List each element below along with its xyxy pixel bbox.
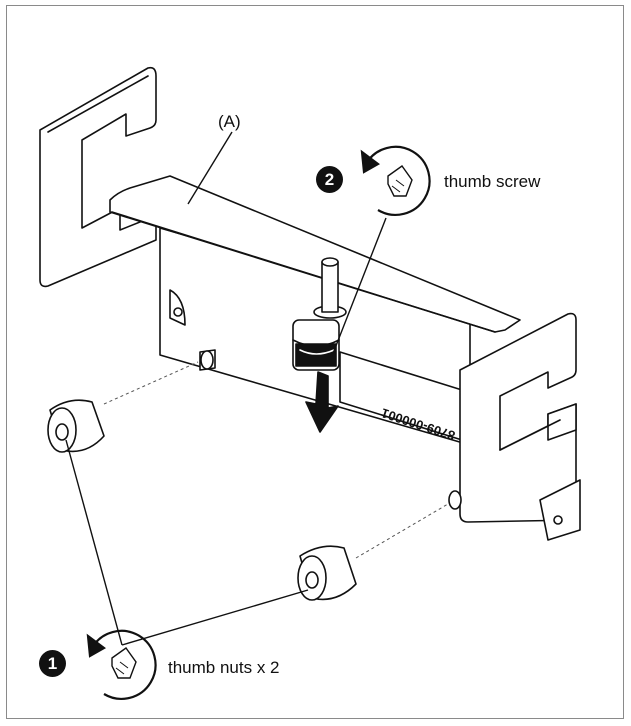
step-1-badge: 1 [39, 650, 66, 677]
right-mount-tab [539, 479, 581, 541]
thumb-nut-left [47, 399, 105, 453]
leader-a [187, 131, 233, 205]
thumb-nut-right [297, 545, 357, 601]
left-end-plate [39, 66, 157, 288]
right-tab-hole [553, 515, 563, 525]
leader-nut-left [65, 439, 123, 646]
label-thumb-nuts: thumb nuts x 2 [168, 658, 280, 677]
label-part-a: (A) [218, 112, 241, 131]
step-2-badge: 2 [316, 166, 343, 193]
counterclockwise-rotate-hand-icon [86, 629, 157, 700]
left-tab-hole [173, 307, 183, 317]
right-end-plate [459, 312, 577, 523]
boss-hatch [295, 343, 337, 367]
top-plate-a [109, 175, 521, 333]
leader-nut-right [121, 589, 309, 646]
leader-screw [331, 217, 387, 357]
counterclockwise-rotate-hand-icon [360, 145, 431, 216]
down-arrow-icon [305, 371, 339, 433]
label-thumb-screw: thumb screw [444, 172, 541, 191]
screw-shaft [321, 261, 339, 313]
